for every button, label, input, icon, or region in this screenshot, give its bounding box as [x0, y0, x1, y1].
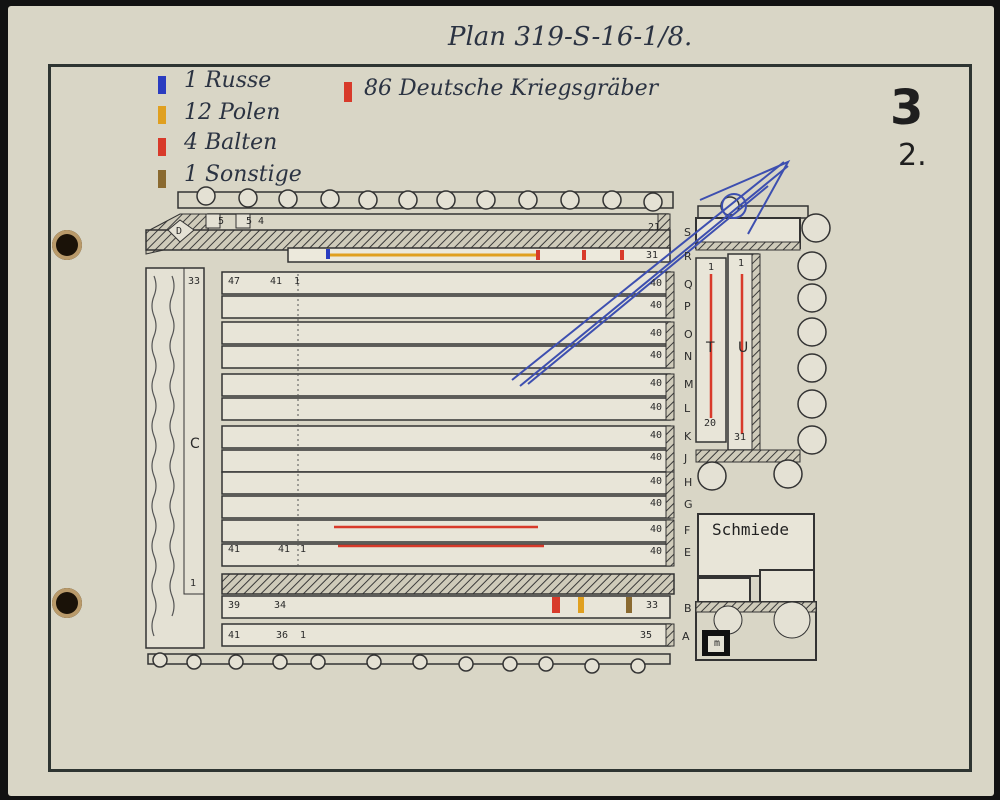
row-start-number: 41 — [228, 630, 241, 641]
plan-title: Plan 319-S-16-1/8. — [448, 22, 693, 52]
building-schmiede — [697, 513, 815, 577]
row-end-number: 33 — [646, 600, 659, 611]
top-tree-row — [196, 186, 663, 212]
row-letter: S — [684, 226, 691, 239]
row-letter: H — [684, 476, 693, 489]
row-end-number: 40 — [650, 328, 663, 339]
hatched-strip-b — [221, 573, 675, 595]
row-letter: P — [684, 300, 691, 313]
row-end-number: 40 — [650, 546, 663, 557]
legend-label: 1 Russe — [184, 68, 272, 93]
box-d-label: D — [176, 226, 183, 237]
field-c-top-number: 33 — [188, 276, 201, 287]
legend-label: 86 Deutsche Kriegsgräber — [364, 76, 659, 101]
field-c-label: C — [190, 436, 200, 452]
sheet-sub-number: 2. — [898, 138, 927, 173]
legend-swatch-red — [158, 138, 166, 156]
row-letter: N — [684, 350, 693, 363]
legend-swatch-yellow — [158, 106, 166, 124]
building-label: Schmiede — [712, 520, 790, 539]
north-arrow — [511, 159, 791, 387]
field-u-label: U — [738, 340, 749, 356]
row-mid-number: 34 — [274, 600, 287, 611]
field-t-bottom-number: 20 — [704, 418, 717, 429]
field-c-bottom-number: 1 — [190, 578, 197, 589]
row-start-number: 41 — [228, 544, 241, 555]
row-end-number: 21 — [648, 222, 661, 233]
box-5-label: 5 — [246, 216, 253, 227]
row-end-number: 40 — [650, 402, 663, 413]
row-end-number: 40 — [650, 452, 663, 463]
hatched-strip — [145, 229, 671, 251]
row-first-number: 1 — [300, 544, 307, 555]
row-first-number: 1 — [294, 276, 301, 287]
small-box-label: 5 — [218, 216, 225, 227]
top-path — [177, 191, 674, 209]
row-mid-number: 41 — [270, 276, 283, 287]
legend-label: 12 Polen — [184, 100, 281, 125]
row-letter: M — [684, 378, 694, 391]
row-start-number: 47 — [228, 276, 241, 287]
row-end-number: 31 — [646, 250, 659, 261]
row-end-number: 40 — [650, 498, 663, 509]
punch-hole-bottom — [52, 588, 82, 618]
row-letter: O — [684, 328, 693, 341]
box-m-label: m — [714, 638, 721, 649]
map-frame — [48, 64, 972, 772]
field-c — [145, 267, 205, 649]
row-end-number: 40 — [650, 378, 663, 389]
field-u-top-number: 1 — [738, 258, 745, 269]
legend-swatch-red-right — [344, 82, 352, 102]
row-end-number: 40 — [650, 300, 663, 311]
box-4-label: 4 — [258, 216, 265, 227]
legend-label: 1 Sonstige — [184, 162, 302, 187]
row-letter: A — [682, 630, 690, 643]
sheet-number: 3 — [890, 80, 924, 136]
field-t-top-number: 1 — [708, 262, 715, 273]
cemetery-plan — [145, 159, 831, 674]
legend-swatch-brown — [158, 170, 166, 188]
row-end-number: 40 — [650, 278, 663, 289]
row-end-number: 40 — [650, 476, 663, 487]
row-end-number: 40 — [650, 430, 663, 441]
legend-swatch-blue — [158, 76, 166, 94]
row-start-number: 39 — [228, 600, 241, 611]
row-letter: Q — [684, 278, 693, 291]
field-t-label: T — [706, 340, 715, 356]
row-letter: L — [684, 402, 691, 415]
grave-rows — [221, 271, 671, 647]
legend-label: 4 Balten — [184, 130, 278, 155]
row-letter: F — [684, 524, 691, 537]
bottom-tree-row — [152, 652, 646, 674]
row-letter: B — [684, 602, 692, 615]
map-sheet: Plan 319-S-16-1/8. 3 2. 1 Russe 12 Polen… — [8, 6, 994, 796]
row-end-number: 40 — [650, 350, 663, 361]
row-letter: E — [684, 546, 691, 559]
field-u-bottom-number: 31 — [734, 432, 747, 443]
punch-hole-top — [52, 230, 82, 260]
row-mid-number: 41 — [278, 544, 291, 555]
row-letter: K — [684, 430, 692, 443]
row-end-number: 40 — [650, 524, 663, 535]
row-end-number: 35 — [640, 630, 653, 641]
row-letter: J — [684, 452, 688, 465]
row-letter: R — [684, 250, 692, 263]
row-mid-number: 36 — [276, 630, 289, 641]
row-first-number: 1 — [300, 630, 307, 641]
row-letter: G — [684, 498, 693, 511]
